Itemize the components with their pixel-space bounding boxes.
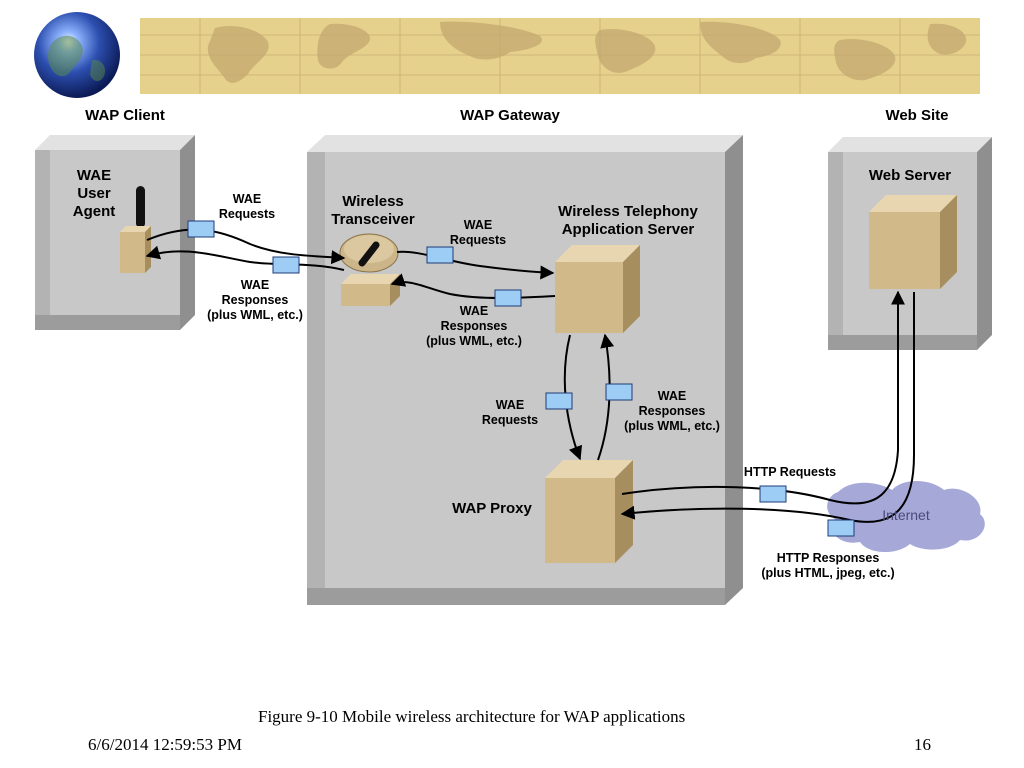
column-label-client: WAP Client (85, 107, 165, 124)
column-label-site: Web Site (885, 107, 949, 124)
packet-proxy-response (605, 383, 633, 401)
packet-proxy-request (545, 392, 573, 410)
http-request-arrow (621, 290, 905, 505)
trans-response-arrow (390, 273, 556, 299)
packet-http-request (759, 485, 787, 503)
internet-cloud (827, 481, 985, 553)
header-banner (110, 18, 980, 94)
packet-trans-response (494, 289, 522, 307)
http-response-arrow (620, 292, 915, 523)
trans-request-arrow (396, 250, 555, 280)
client-request-arrow (146, 228, 346, 265)
msg-http-response: HTTP Responses(plus HTML, jpeg, etc.) (761, 551, 895, 580)
client-panel (35, 135, 195, 330)
client-response-arrow (145, 245, 345, 271)
wap-proxy-label: WAP Proxy (452, 500, 532, 517)
internet-label: Internet (882, 507, 930, 523)
packet-trans-request (426, 246, 454, 264)
page-number: 16 (914, 735, 931, 754)
wtas-server-box (555, 245, 640, 333)
wap-proxy-box (545, 460, 633, 563)
footer-timestamp: 6/6/2014 12:59:53 PM (88, 735, 242, 754)
gateway-panel (307, 135, 743, 605)
web-server-box (869, 195, 957, 289)
wae-user-agent-device (120, 186, 151, 273)
packet-http-response (827, 519, 855, 537)
column-label-gateway: WAP Gateway (460, 107, 560, 124)
globe-icon (34, 12, 120, 98)
wireless-transceiver-device (339, 233, 400, 306)
msg-http-request: HTTP Requests (743, 465, 837, 479)
packet-client-request (187, 220, 215, 238)
web-server-label: Web Server (868, 167, 952, 184)
packet-client-response (272, 256, 300, 274)
figure-caption: Figure 9-10 Mobile wireless architecture… (258, 707, 686, 726)
